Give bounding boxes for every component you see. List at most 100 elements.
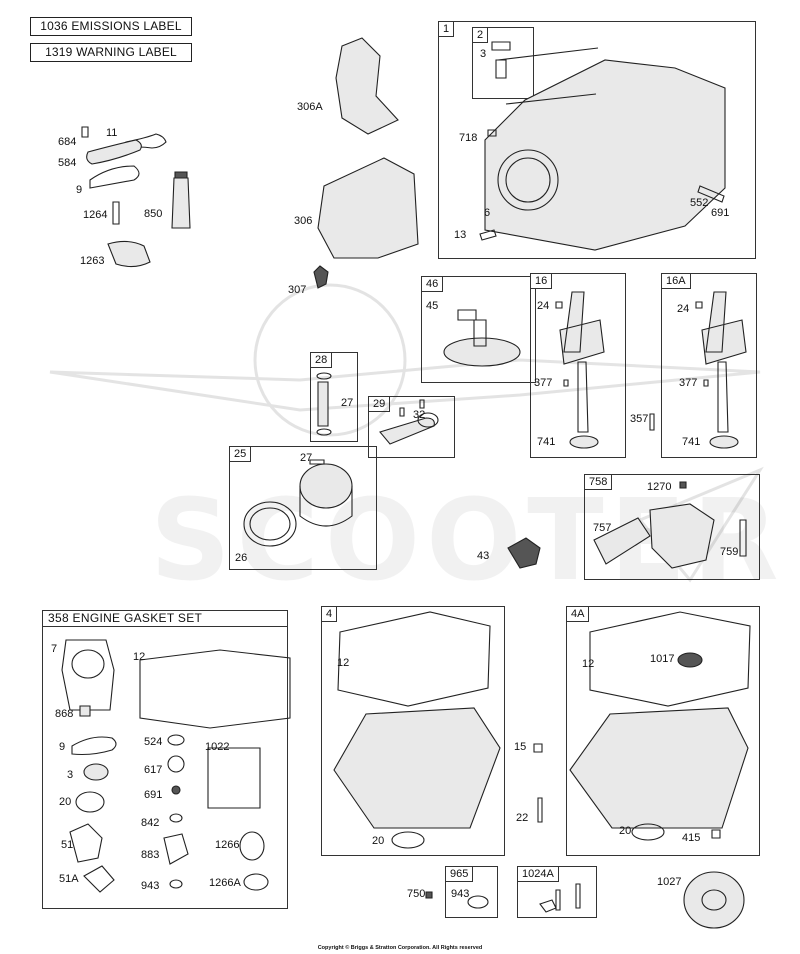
callout-691-gasket: 691	[144, 789, 163, 801]
piston-drawing	[243, 459, 353, 547]
crankshaft-alt-drawing	[649, 291, 747, 449]
callout-20-gasket: 20	[59, 796, 72, 808]
frame-cylinder-block: 1	[438, 21, 756, 259]
callout-842: 842	[141, 817, 160, 829]
callout-1266: 1266	[215, 839, 240, 851]
callout-307: 307	[288, 284, 307, 296]
frame-kit-965: 965	[445, 866, 498, 918]
frame-tag-4: 4	[322, 607, 338, 622]
sump-alt-drawing	[569, 611, 751, 841]
callout-759: 759	[720, 546, 739, 558]
frame-tag-1024a: 1024A	[518, 867, 559, 882]
frame-kit-1024a: 1024A	[517, 866, 597, 918]
small-kit-drawings	[425, 871, 745, 929]
frame-bushing-kit: 2	[472, 27, 534, 99]
air-guides	[313, 37, 419, 289]
callout-3-bushing: 3	[480, 48, 487, 60]
callout-26: 26	[235, 552, 248, 564]
frame-piston-pin: 28	[310, 352, 358, 442]
frame-tag-1: 1	[439, 22, 455, 37]
callout-51a: 51A	[59, 873, 79, 885]
callout-750: 750	[407, 888, 426, 900]
callout-3-gasket: 3	[67, 769, 74, 781]
callout-15: 15	[514, 741, 527, 753]
frame-tag-28: 28	[311, 353, 333, 368]
callout-943-gasket: 943	[141, 880, 160, 892]
callout-1264: 1264	[83, 209, 108, 221]
callout-20-sump-alt: 20	[619, 825, 632, 837]
callout-12-gasket: 12	[133, 651, 146, 663]
callout-684: 684	[58, 136, 77, 148]
callout-43: 43	[477, 550, 490, 562]
callout-9-gasket: 9	[59, 741, 66, 753]
frame-camshaft: 46	[421, 276, 536, 383]
frame-tag-2: 2	[473, 28, 489, 43]
callout-1263: 1263	[80, 255, 105, 267]
piston-pin-drawing	[316, 372, 332, 436]
callout-1017: 1017	[650, 653, 675, 665]
callout-741-crank: 741	[537, 436, 556, 448]
frame-tag-16a: 16A	[662, 274, 691, 289]
frame-crankshaft: 16	[530, 273, 626, 458]
callout-51: 51	[61, 839, 74, 851]
callout-306a: 306A	[297, 101, 323, 113]
callout-1027: 1027	[657, 876, 682, 888]
callout-24-crank: 24	[537, 300, 550, 312]
callout-13: 13	[454, 229, 467, 241]
frame-tag-29: 29	[369, 397, 391, 412]
callout-552: 552	[690, 197, 709, 209]
callout-306: 306	[294, 215, 313, 227]
callout-6: 6	[484, 207, 491, 219]
breather-parts	[81, 126, 191, 268]
crankshaft-drawing	[555, 291, 605, 449]
governor-drawing	[507, 481, 747, 569]
callout-11: 11	[106, 127, 118, 139]
copyright-notice: Copyright © Briggs & Stratton Corporatio…	[317, 945, 483, 951]
callout-850: 850	[144, 208, 163, 220]
callout-7: 7	[51, 643, 58, 655]
frame-tag-16: 16	[531, 274, 553, 289]
callout-22: 22	[516, 812, 529, 824]
gasket-set-title: 358 ENGINE GASKET SET	[43, 611, 287, 627]
frame-connecting-rod: 29	[368, 396, 455, 458]
frame-sump: 4	[321, 606, 505, 856]
callout-357: 357	[630, 413, 649, 425]
callout-24-crank-alt: 24	[677, 303, 690, 315]
callout-45: 45	[426, 300, 439, 312]
callout-943-kit: 943	[451, 888, 470, 900]
callout-617: 617	[144, 764, 163, 776]
frame-tag-4a: 4A	[567, 607, 590, 622]
camshaft-drawing	[443, 309, 521, 367]
callout-1266a: 1266A	[209, 877, 241, 889]
callout-377-crank-alt: 377	[679, 377, 698, 389]
callout-741-crank-alt: 741	[682, 436, 701, 448]
callout-12-sump-alt: 12	[582, 658, 595, 670]
frame-tag-46: 46	[422, 277, 444, 292]
callout-868: 868	[55, 708, 74, 720]
connecting-rod-drawing	[379, 399, 439, 445]
callout-12-sump: 12	[337, 657, 350, 669]
frame-tag-965: 965	[446, 867, 474, 882]
callout-377-crank: 377	[534, 377, 553, 389]
callout-718: 718	[459, 132, 478, 144]
warning-label-box: 1319 WARNING LABEL	[30, 43, 192, 62]
callout-27-pin: 27	[341, 397, 354, 409]
callout-415: 415	[682, 832, 701, 844]
callout-524: 524	[144, 736, 163, 748]
callout-1270: 1270	[647, 481, 672, 493]
gasket-set-drawings	[61, 639, 291, 893]
callout-584: 584	[58, 157, 77, 169]
emissions-label-box: 1036 EMISSIONS LABEL	[30, 17, 192, 36]
frame-tag-25: 25	[230, 447, 252, 462]
callout-691-block: 691	[711, 207, 730, 219]
callout-32: 32	[413, 409, 426, 421]
frame-gasket-set: 358 ENGINE GASKET SET	[42, 610, 288, 909]
sump-drawing	[333, 611, 543, 849]
callout-883: 883	[141, 849, 160, 861]
callout-1022: 1022	[205, 741, 230, 753]
frame-governor: 758	[584, 474, 760, 580]
callout-20-sump: 20	[372, 835, 385, 847]
frame-crankshaft-alt: 16A	[661, 273, 757, 458]
